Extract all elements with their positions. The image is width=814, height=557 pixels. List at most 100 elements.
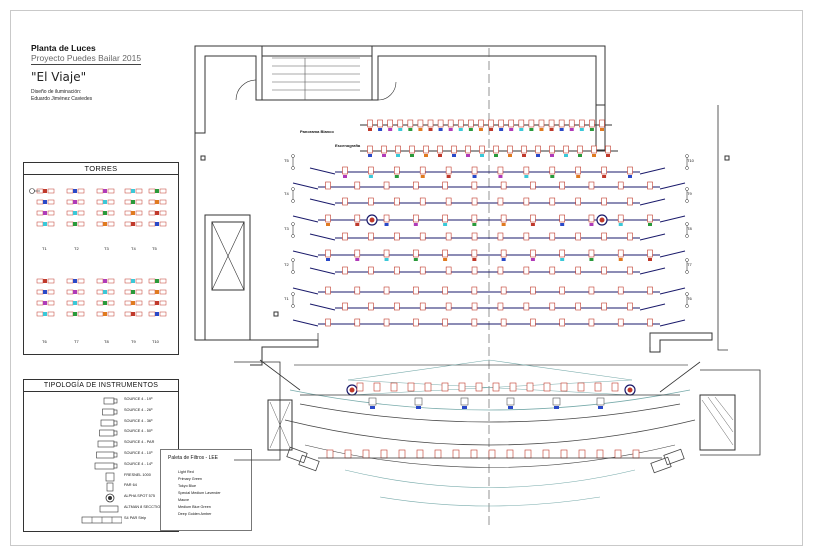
instruments-panel: TIPOLOGÍA DE INSTRUMENTOS SOURCE 4 - 19º… bbox=[23, 379, 179, 532]
instrument-symbol-icon bbox=[103, 397, 118, 405]
tower-panel-label: T7 bbox=[74, 339, 79, 344]
filter-item: Light Red bbox=[178, 470, 194, 474]
filters-heading: Paleta de Filtros - LEE bbox=[168, 455, 219, 461]
tower-fixture-row bbox=[124, 289, 143, 295]
panorama-label: Panorama Blanco bbox=[300, 129, 334, 134]
tower-fixture-row bbox=[148, 221, 167, 227]
tower-fixture-row bbox=[96, 210, 115, 216]
tower-fixture-row bbox=[66, 311, 85, 317]
towers-diagram bbox=[29, 188, 167, 317]
tower-fixture-row bbox=[148, 278, 167, 284]
tower-panel-label: T1 bbox=[42, 246, 47, 251]
instrument-legend-row: FRESNEL 1000 bbox=[24, 472, 174, 483]
tower-label-right: T7 bbox=[687, 262, 692, 267]
tower-panel-label: T8 bbox=[104, 339, 109, 344]
filter-item: Tokyo Blue bbox=[178, 484, 197, 488]
credit-line-1: Diseño de iluminación: bbox=[31, 89, 82, 95]
instrument-legend-label: S4 PAR Strip bbox=[124, 515, 147, 520]
tower-panel-label: T4 bbox=[131, 246, 136, 251]
tower-fixture-row bbox=[66, 221, 85, 227]
escenografia-label: Escenografía bbox=[335, 143, 361, 148]
tower-fixture-row bbox=[124, 311, 143, 317]
instrument-symbol-icon bbox=[81, 516, 122, 524]
instrument-legend-row: SOURCE 4 - 26º bbox=[24, 407, 174, 418]
instrument-symbol-icon bbox=[106, 483, 114, 492]
tower-fixture-row bbox=[148, 300, 167, 306]
instrument-legend-label: PAR 64 bbox=[124, 483, 137, 488]
instruments-heading: TIPOLOGÍA DE INSTRUMENTOS bbox=[24, 380, 178, 392]
tower-label-left: T5 bbox=[284, 158, 289, 163]
instrument-symbol-icon bbox=[94, 462, 118, 470]
tower-label-right: T9 bbox=[687, 191, 692, 196]
drawing-sheet bbox=[10, 10, 803, 546]
tower-panel-label: T9 bbox=[131, 339, 136, 344]
tower-fixture-row bbox=[36, 210, 55, 216]
instrument-legend-label: SOURCE 4 - 10º bbox=[124, 451, 153, 455]
instrument-legend-label: SOURCE 4 - 14º bbox=[124, 461, 153, 466]
tower-fixture-row bbox=[148, 289, 167, 295]
instrument-legend-label: FRESNEL 1000 bbox=[124, 472, 151, 477]
tower-panel-label: T6 bbox=[42, 339, 47, 344]
tower-fixture-row bbox=[66, 199, 85, 205]
tower-panel-label: T2 bbox=[74, 246, 79, 251]
tower-panel-label: T3 bbox=[104, 246, 109, 251]
tower-fixture-row bbox=[66, 278, 85, 284]
instrument-symbol-icon bbox=[105, 472, 115, 481]
tower-fixture-row bbox=[96, 278, 115, 284]
filter-item: Deep Golden Amber bbox=[178, 512, 212, 516]
instrument-symbol-icon bbox=[96, 451, 118, 459]
tower-fixture-row bbox=[66, 188, 85, 194]
towers-heading: TORRES bbox=[24, 163, 178, 175]
tower-fixture-row bbox=[124, 300, 143, 306]
tower-label-right: T10 bbox=[687, 158, 694, 163]
instrument-legend-row: SOURCE 4 - 50º bbox=[24, 428, 174, 439]
instrument-legend-row: SOURCE 4 - 10º bbox=[24, 450, 174, 461]
tower-label-right: T6 bbox=[687, 296, 692, 301]
instrument-legend-label: SOURCE 4 - 36º bbox=[124, 418, 153, 423]
tower-fixture-row bbox=[66, 289, 85, 295]
tower-panel-label: T10 bbox=[152, 339, 159, 344]
instrument-legend-row: PAR 64 bbox=[24, 482, 174, 493]
plan-title: Planta de Luces bbox=[31, 43, 96, 53]
tower-fixture-row bbox=[36, 289, 55, 295]
filter-item: Mauve bbox=[178, 498, 190, 502]
tower-fixture-row bbox=[96, 311, 115, 317]
instrument-legend-label: SOURCE 4 - 26º bbox=[124, 407, 153, 412]
instrument-legend-row: SOURCE 4 - PAR bbox=[24, 439, 174, 450]
instrument-symbol-icon bbox=[99, 430, 118, 437]
tower-label-left: T1 bbox=[284, 296, 289, 301]
tower-fixture-row bbox=[124, 199, 143, 205]
towers-panel: TORRES T1 T2 T3 T4 T5 T6 T7 T8 T9 T10 bbox=[23, 162, 179, 355]
instrument-symbol-icon bbox=[99, 505, 119, 513]
instrument-legend-row: S4 PAR Strip bbox=[24, 515, 174, 526]
design-credit: Diseño de iluminación: Eduardo Jiménez C… bbox=[31, 89, 92, 103]
instrument-legend-label: SOURCE 4 - 50º bbox=[124, 429, 153, 434]
filter-item: Special Medium Lavender bbox=[178, 491, 221, 495]
tower-panel-label: T5 bbox=[152, 246, 157, 251]
tower-fixture-row bbox=[36, 221, 55, 227]
tower-label-right: T8 bbox=[687, 226, 692, 231]
instrument-legend-label: SOURCE 4 - 19º bbox=[124, 397, 153, 401]
instrument-symbol-icon bbox=[105, 493, 115, 503]
tower-label-left: T3 bbox=[284, 226, 289, 231]
instrument-legend-label: SOURCE 4 - PAR bbox=[124, 440, 155, 445]
project-subtitle: Proyecto Puedes Bailar 2015 bbox=[31, 53, 142, 65]
tower-fixture-row bbox=[36, 199, 55, 205]
tower-fixture-row bbox=[36, 300, 55, 306]
instrument-legend-row: SOURCE 4 - 19º bbox=[24, 396, 174, 407]
instrument-legend-row: SOURCE 4 - 14º bbox=[24, 461, 174, 472]
instrument-legend-row: ALPHA SPOT 575 bbox=[24, 493, 174, 504]
tower-fixture-row bbox=[96, 300, 115, 306]
tower-label-left: T2 bbox=[284, 262, 289, 267]
tower-fixture-row bbox=[96, 188, 115, 194]
instrument-legend-label: ALTMAN 8 SECCTION bbox=[124, 505, 163, 509]
tower-fixture-row bbox=[148, 199, 167, 205]
tower-fixture-row bbox=[124, 278, 143, 284]
tower-fixture-row bbox=[124, 221, 143, 227]
tower-fixture-row bbox=[124, 188, 143, 194]
instrument-legend-row: SOURCE 4 - 36º bbox=[24, 418, 174, 429]
tower-fixture-row bbox=[96, 221, 115, 227]
show-name: "El Viaje" bbox=[31, 70, 87, 84]
filter-item: Primary Green bbox=[178, 477, 202, 481]
